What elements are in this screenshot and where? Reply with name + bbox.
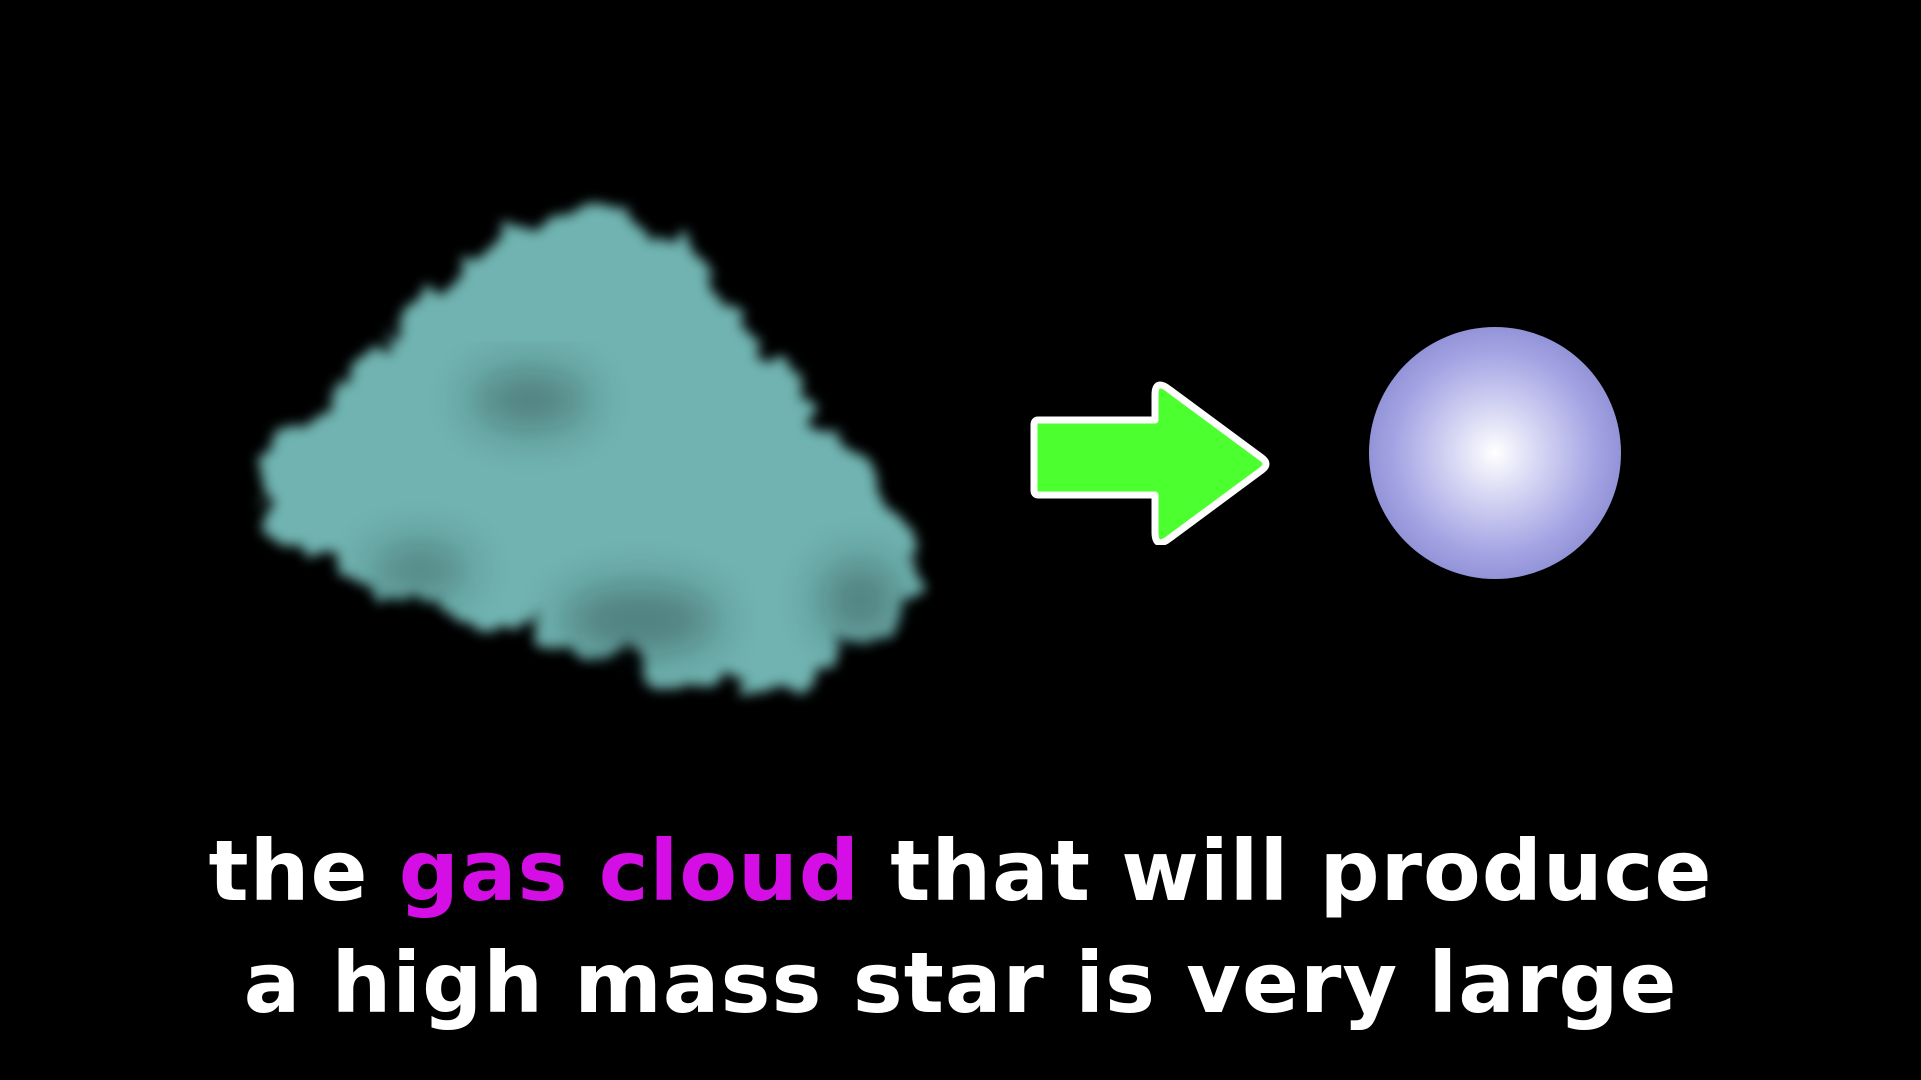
caption-highlight-gas-cloud: gas cloud (398, 822, 860, 920)
star-illustration (1369, 327, 1621, 579)
subtitle-caption: the gas cloud that will produce a high m… (0, 815, 1921, 1039)
caption-line-1: the gas cloud that will produce (0, 815, 1921, 927)
gas-cloud-illustration (258, 202, 918, 692)
caption-text-before: the (208, 822, 399, 920)
caption-text-after: that will produce (859, 822, 1713, 920)
right-arrow-icon (1030, 381, 1270, 545)
caption-line-2: a high mass star is very large (243, 934, 1678, 1032)
